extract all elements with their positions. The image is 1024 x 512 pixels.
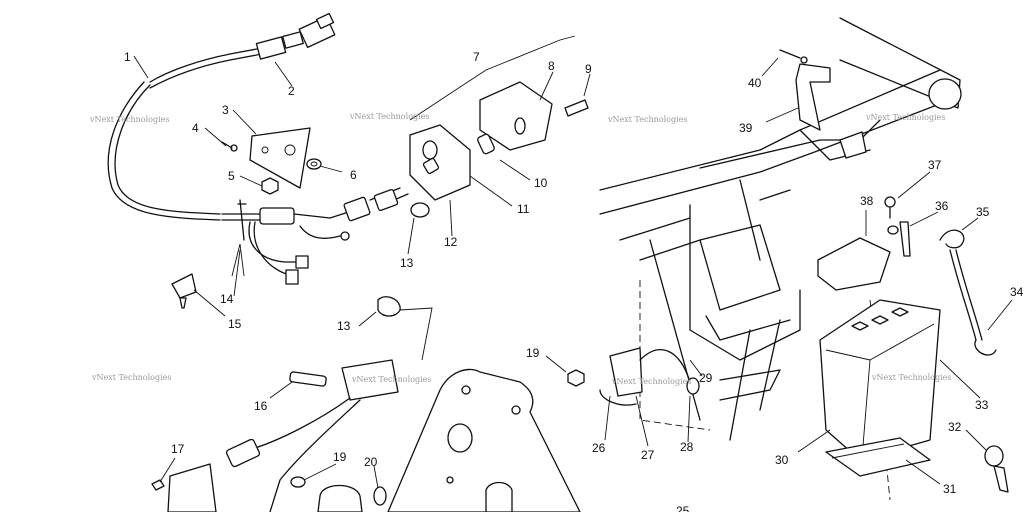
callout-36: 36 bbox=[935, 199, 949, 213]
fastener-15 bbox=[171, 273, 197, 309]
battery-strap bbox=[884, 196, 997, 356]
bracket-plate-25 bbox=[387, 368, 581, 512]
callout-labels: 1 2 3 4 5 6 7 8 9 10 11 12 13 14 15 13 1… bbox=[124, 50, 1024, 512]
ground-strap bbox=[567, 347, 700, 406]
wire-harness bbox=[107, 12, 371, 285]
callout-8: 8 bbox=[548, 59, 555, 73]
callout-19-lower: 19 bbox=[333, 450, 347, 464]
callout-3: 3 bbox=[222, 103, 229, 117]
watermark-text: vNext Technologies bbox=[865, 113, 945, 122]
callout-12: 12 bbox=[444, 235, 458, 249]
callout-16: 16 bbox=[254, 399, 268, 413]
callout-35: 35 bbox=[976, 205, 990, 219]
callout-19-upper: 19 bbox=[526, 346, 540, 360]
callout-39: 39 bbox=[739, 121, 753, 135]
hold-down-38 bbox=[817, 237, 891, 291]
watermark-text: vNext Technologies bbox=[871, 373, 951, 382]
taillight-assembly bbox=[369, 35, 589, 218]
callout-26: 26 bbox=[592, 441, 606, 455]
watermark-text: vNext Technologies bbox=[349, 112, 429, 121]
callout-27: 27 bbox=[641, 448, 655, 462]
battery-pad-31 bbox=[825, 437, 931, 477]
callout-10: 10 bbox=[534, 176, 548, 190]
callout-6: 6 bbox=[350, 168, 357, 182]
callout-28: 28 bbox=[680, 440, 694, 454]
callout-2: 2 bbox=[288, 84, 295, 98]
watermark-text: vNext Technologies bbox=[611, 377, 691, 386]
callout-32: 32 bbox=[948, 420, 962, 434]
battery-30 bbox=[819, 299, 941, 461]
clip-13-lower bbox=[377, 296, 433, 361]
callout-33: 33 bbox=[975, 398, 989, 412]
relay-module bbox=[151, 359, 399, 512]
mounting-plate bbox=[221, 127, 322, 195]
callout-13-lower: 13 bbox=[337, 319, 351, 333]
callout-31: 31 bbox=[943, 482, 957, 496]
key-32 bbox=[984, 445, 1009, 493]
callout-1: 1 bbox=[124, 50, 131, 64]
vehicle-frame bbox=[599, 17, 962, 501]
bracket-39 bbox=[779, 49, 831, 131]
callout-20: 20 bbox=[364, 455, 378, 469]
callout-25: 25 bbox=[676, 504, 690, 512]
watermarks: vNext Technologies vNext Technologies vN… bbox=[89, 112, 951, 386]
leader-lines bbox=[133, 55, 1013, 489]
callout-11: 11 bbox=[517, 202, 530, 216]
callout-37: 37 bbox=[928, 158, 942, 172]
watermark-text: vNext Technologies bbox=[607, 115, 687, 124]
callout-5: 5 bbox=[228, 169, 235, 183]
callout-34: 34 bbox=[1010, 285, 1024, 299]
callout-7: 7 bbox=[473, 50, 480, 64]
callout-30: 30 bbox=[775, 453, 789, 467]
watermark-text: vNext Technologies bbox=[351, 375, 431, 384]
watermark-text: vNext Technologies bbox=[89, 115, 169, 124]
callout-40: 40 bbox=[748, 76, 762, 90]
callout-9: 9 bbox=[585, 62, 592, 76]
callout-17: 17 bbox=[171, 442, 185, 456]
callout-14: 14 bbox=[220, 292, 234, 306]
callout-29: 29 bbox=[699, 371, 713, 385]
callout-4: 4 bbox=[192, 121, 199, 135]
watermark-text: vNext Technologies bbox=[91, 373, 171, 382]
callout-15: 15 bbox=[228, 317, 242, 331]
callout-38: 38 bbox=[860, 194, 874, 208]
callout-13: 13 bbox=[400, 256, 414, 270]
